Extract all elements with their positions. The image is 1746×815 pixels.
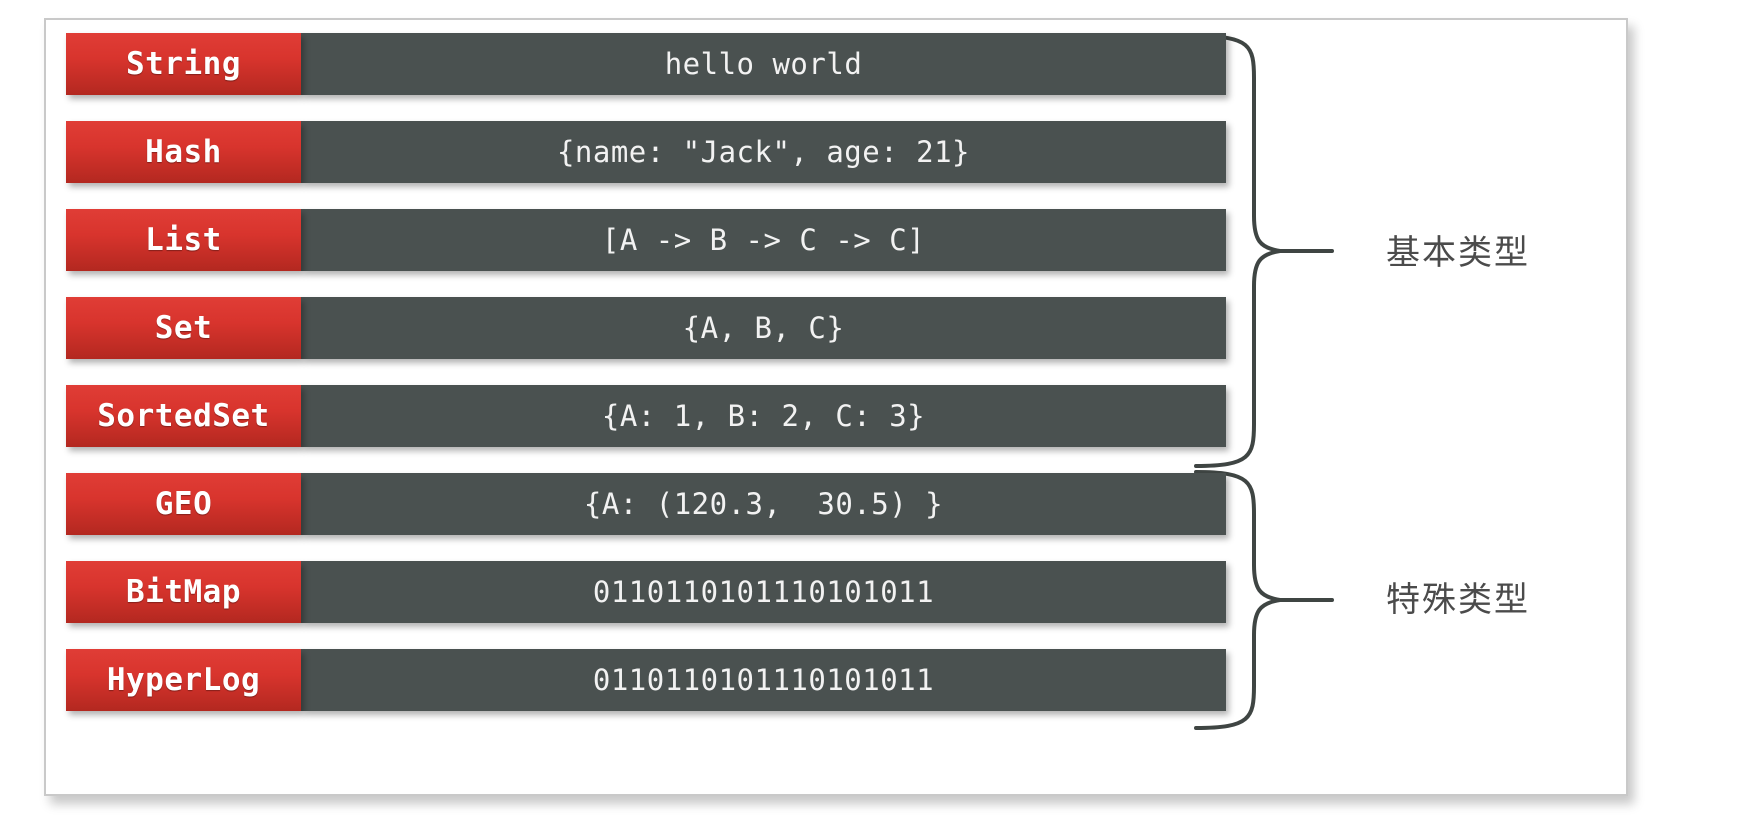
table-row: String hello world xyxy=(66,33,1226,95)
row-value-box: {A: 1, B: 2, C: 3} xyxy=(301,385,1226,447)
row-type-label: String xyxy=(66,33,301,95)
group-label-basic-types: 基本类型 xyxy=(1386,233,1530,273)
table-row: List [A -> B -> C -> C] xyxy=(66,209,1226,271)
row-value-box: {name: "Jack", age: 21} xyxy=(301,121,1226,183)
row-value-box: [A -> B -> C -> C] xyxy=(301,209,1226,271)
diagram-card: String hello world Hash {name: "Jack", a… xyxy=(44,18,1628,796)
table-row: GEO {A: (120.3, 30.5) } xyxy=(66,473,1226,535)
table-row: BitMap 0110110101110101011 xyxy=(66,561,1226,623)
table-row: SortedSet {A: 1, B: 2, C: 3} xyxy=(66,385,1226,447)
row-value-box: 0110110101110101011 xyxy=(301,649,1226,711)
row-type-label: Hash xyxy=(66,121,301,183)
group-label-special-types: 特殊类型 xyxy=(1386,580,1530,620)
table-row: Set {A, B, C} xyxy=(66,297,1226,359)
table-row: HyperLog 0110110101110101011 xyxy=(66,649,1226,711)
row-type-label: List xyxy=(66,209,301,271)
row-value-box: 0110110101110101011 xyxy=(301,561,1226,623)
row-value-box: {A, B, C} xyxy=(301,297,1226,359)
table-row: Hash {name: "Jack", age: 21} xyxy=(66,121,1226,183)
row-type-label: HyperLog xyxy=(66,649,301,711)
row-type-label: Set xyxy=(66,297,301,359)
data-type-row-list: String hello world Hash {name: "Jack", a… xyxy=(66,33,1226,737)
row-type-label: BitMap xyxy=(66,561,301,623)
row-type-label: GEO xyxy=(66,473,301,535)
row-value-box: hello world xyxy=(301,33,1226,95)
row-type-label: SortedSet xyxy=(66,385,301,447)
row-value-box: {A: (120.3, 30.5) } xyxy=(301,473,1226,535)
